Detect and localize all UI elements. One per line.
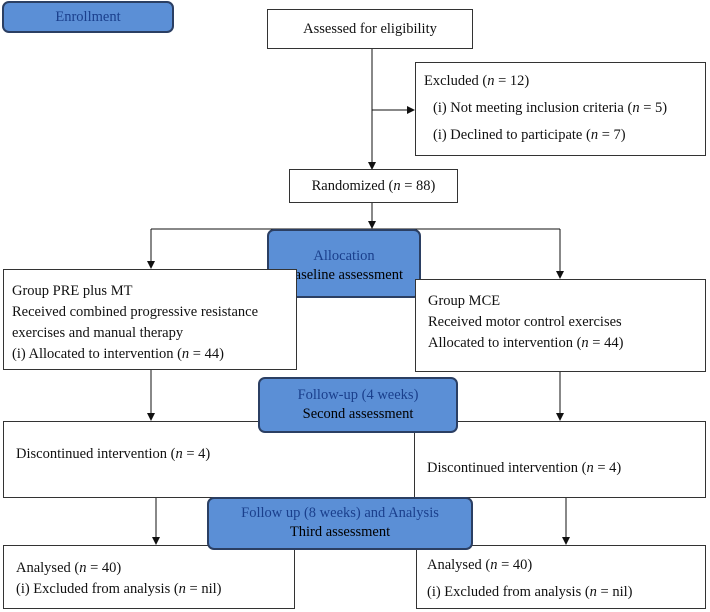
discontinued-left-box: Discontinued intervention (n = 4) — [3, 421, 415, 498]
group-left-line: exercises and manual therapy — [12, 325, 184, 341]
randomized-text: Randomized (n = 88) — [311, 178, 436, 194]
randomized-box: Randomized (n = 88) — [289, 169, 458, 203]
group-left-line: Received combined progressive resistance — [12, 304, 259, 320]
enrollment-label: Enrollment — [55, 9, 121, 25]
group-right-line: Group MCE — [428, 293, 501, 309]
group-right-allocated: Allocated to intervention (n = 44) — [428, 335, 624, 351]
assessed-text: Assessed for eligibility — [303, 21, 437, 37]
followup2-subtitle: Third assessment — [289, 524, 391, 540]
group-left-allocated: (i) Allocated to intervention (n = 44) — [12, 346, 224, 362]
analysed-left-text: Analysed (n = 40) — [16, 560, 122, 576]
excluded-item: (i) Declined to participate (n = 7) — [433, 127, 626, 143]
followup2-title: Follow up (8 weeks) and Analysis — [241, 505, 439, 521]
excluded-title: Excluded (n = 12) — [424, 73, 530, 89]
group-mce-box: Group MCE Received motor control exercis… — [415, 279, 706, 372]
followup-8-weeks-stage: Follow up (8 weeks) and Analysis Third a… — [207, 497, 473, 550]
allocation-title: Allocation — [313, 248, 375, 264]
analysed-right-text: Analysed (n = 40) — [427, 557, 533, 573]
discontinued-right-box: Discontinued intervention (n = 4) — [414, 421, 706, 498]
analysed-left-excluded: (i) Excluded from analysis (n = nil) — [16, 581, 222, 597]
followup-4-weeks-stage: Follow-up (4 weeks) Second assessment — [258, 377, 458, 433]
discontinued-left-text: Discontinued intervention (n = 4) — [16, 446, 211, 462]
followup1-subtitle: Second assessment — [302, 406, 414, 422]
analysed-right-box: Analysed (n = 40) (i) Excluded from anal… — [416, 545, 706, 609]
group-right-line: Received motor control exercises — [428, 314, 622, 330]
analysed-right-excluded: (i) Excluded from analysis (n = nil) — [427, 584, 633, 600]
allocation-subtitle: Baseline assessment — [285, 267, 403, 283]
followup1-title: Follow-up (4 weeks) — [297, 387, 419, 403]
assessed-box: Assessed for eligibility — [267, 9, 473, 49]
group-pre-mt-box: Group PRE plus MT Received combined prog… — [3, 269, 297, 370]
discontinued-right-text: Discontinued intervention (n = 4) — [427, 460, 622, 476]
allocation-stage: Allocation Baseline assessment — [267, 229, 421, 298]
enrollment-stage: Enrollment — [2, 1, 174, 33]
group-left-line: Group PRE plus MT — [12, 283, 133, 299]
analysed-left-box: Analysed (n = 40) (i) Excluded from anal… — [3, 545, 295, 609]
excluded-item: (i) Not meeting inclusion criteria (n = … — [433, 100, 668, 116]
excluded-box: Excluded (n = 12) (i) Not meeting inclus… — [415, 62, 706, 156]
